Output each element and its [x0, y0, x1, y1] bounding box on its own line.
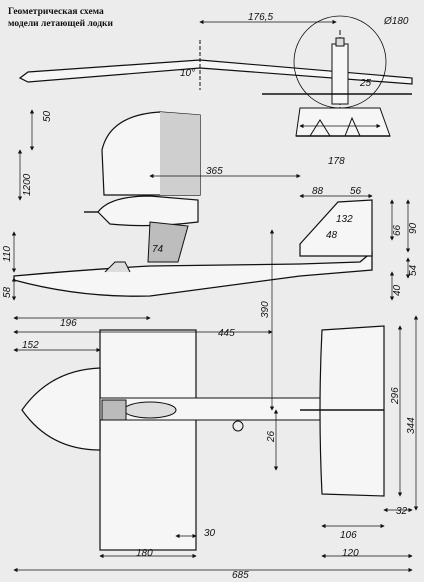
title-line-1: Геометрическая схема — [8, 7, 104, 17]
dim-66: 66 — [392, 224, 403, 236]
dim-106: 106 — [340, 530, 357, 541]
dim-30: 30 — [204, 528, 216, 539]
dim-120: 120 — [342, 548, 359, 559]
dim-110: 110 — [2, 246, 13, 262]
tailplane-plan — [300, 325, 385, 497]
dim-196: 196 — [60, 318, 77, 329]
dim-74: 74 — [152, 244, 164, 255]
dim-445: 445 — [218, 328, 235, 339]
dim-diameter-180: Ø180 — [383, 16, 409, 27]
title-line-2: модели летающей лодки — [8, 19, 114, 29]
dim-685: 685 — [232, 570, 249, 581]
hull-side — [13, 250, 373, 297]
dimension-lines — [11, 19, 419, 573]
dim-32: 32 — [396, 506, 408, 517]
dim-152: 152 — [22, 340, 39, 351]
dim-56: 56 — [350, 186, 362, 197]
dim-365: 365 — [206, 166, 223, 177]
dim-50: 50 — [42, 110, 53, 122]
diagram-title: Геометрическая схема модели летающей лод… — [8, 6, 113, 30]
dim-25: 25 — [359, 78, 372, 89]
dim-1200: 1200 — [22, 173, 33, 196]
dim-132: 132 — [336, 214, 353, 225]
dim-180: 180 — [136, 548, 153, 559]
dim-88: 88 — [312, 186, 324, 197]
dim-40: 40 — [392, 284, 403, 296]
dim-90: 90 — [408, 222, 419, 234]
dim-344: 344 — [406, 417, 417, 434]
wing-plan — [99, 329, 197, 551]
hull-front-view — [295, 107, 391, 137]
wing-pylon-side — [101, 111, 201, 196]
dim-176-5: 176,5 — [248, 12, 273, 23]
dim-296: 296 — [390, 387, 401, 405]
dim-54: 54 — [408, 264, 419, 276]
propeller-disc — [262, 15, 412, 109]
engine-nacelle-side — [84, 195, 199, 263]
dim-390: 390 — [260, 301, 271, 318]
dim-26: 26 — [266, 430, 277, 443]
dim-58: 58 — [2, 286, 13, 298]
wing-front-view — [18, 30, 413, 115]
dim-10-deg: 10° — [180, 68, 195, 79]
tail-fin-side — [299, 199, 373, 257]
dim-48: 48 — [326, 230, 338, 241]
dim-178: 178 — [328, 156, 345, 167]
